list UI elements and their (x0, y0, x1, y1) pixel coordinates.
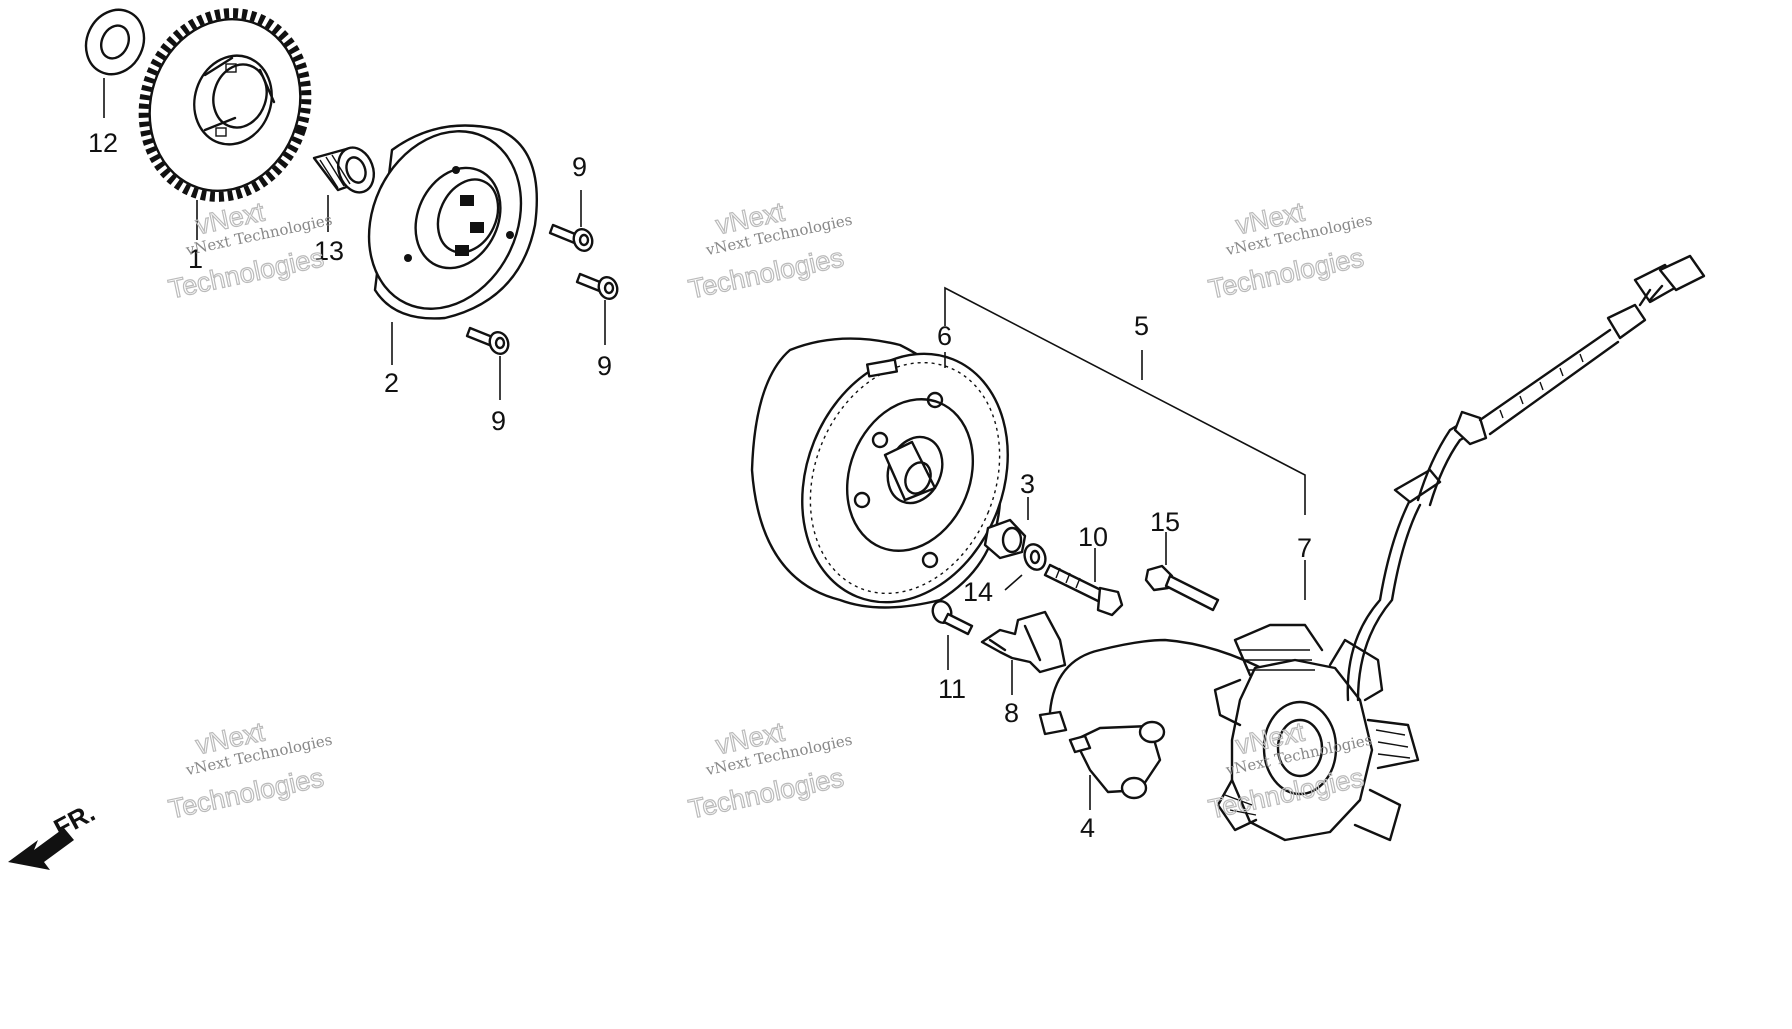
part-9-bolt-c (465, 326, 510, 400)
part-12-washer (84, 8, 146, 118)
part-9-bolt-b (575, 272, 619, 345)
watermark-top-center: vNext vNext Technologies Technologies (685, 196, 854, 305)
part-6-flywheel (750, 337, 1009, 609)
callout-9-top: 9 (572, 152, 587, 182)
part-7-stator (1213, 254, 1706, 842)
assembly-bracket-5 (944, 286, 1306, 515)
part-11-screw (931, 600, 974, 670)
part-10-flange-bolt (1043, 548, 1124, 617)
callout-7: 7 (1297, 533, 1312, 563)
callout-labels: 1 2 3 4 5 6 7 8 9 9 9 10 11 12 13 14 15 (88, 128, 1312, 843)
callout-12: 12 (88, 128, 118, 158)
callout-8: 8 (1004, 698, 1019, 728)
part-1-driven-gear (138, 8, 312, 240)
front-direction-arrow: FR. (8, 797, 100, 870)
watermark-bottom-center: vNext vNext Technologies Technologies (685, 716, 854, 825)
callout-9-right: 9 (597, 351, 612, 381)
part-2-starter-clutch (367, 124, 539, 365)
callout-14: 14 (963, 577, 993, 607)
callout-11: 11 (938, 674, 966, 704)
part-8-clamp (980, 610, 1067, 695)
callout-4: 4 (1080, 813, 1095, 843)
part-9-bolt-a (548, 190, 594, 252)
callout-13: 13 (314, 236, 344, 266)
part-13-needle-bearing (312, 146, 376, 232)
callout-10: 10 (1078, 522, 1108, 552)
watermark-bottom-left: vNext vNext Technologies Technologies (165, 716, 334, 825)
part-15-bolt (1144, 532, 1220, 612)
callout-3: 3 (1020, 469, 1035, 499)
watermark-top-right: vNext vNext Technologies Technologies (1205, 196, 1374, 305)
callout-6: 6 (937, 321, 952, 351)
callout-5: 5 (1134, 311, 1149, 341)
callout-1: 1 (188, 244, 203, 274)
callout-9-lower: 9 (491, 406, 506, 436)
callout-2: 2 (384, 368, 399, 398)
callout-15: 15 (1150, 507, 1180, 537)
part-3-nut (983, 497, 1029, 560)
watermark-top-left: vNext vNext Technologies Technologies (165, 196, 334, 305)
part-14-washer (1004, 543, 1047, 591)
